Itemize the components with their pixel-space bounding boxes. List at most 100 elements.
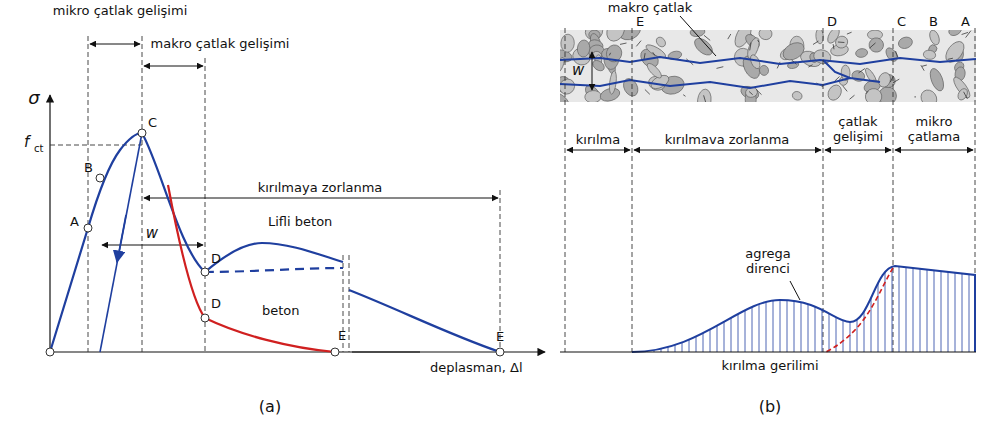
aggregate <box>692 35 716 58</box>
micro-crack <box>948 58 953 59</box>
text-label: makro çatlak gelişimi <box>151 36 290 51</box>
text-label: kırılma gerilimi <box>721 358 818 373</box>
micro-crack <box>833 44 835 49</box>
text-label: ct <box>34 143 43 155</box>
aggregate <box>584 90 602 102</box>
micro-crack <box>645 90 650 95</box>
aggregate <box>868 37 885 54</box>
text-label: çatlak gelişimi <box>824 114 892 144</box>
text-label: kırılmava zorlanma <box>665 132 790 147</box>
text-label: mikro çatlama <box>899 114 969 144</box>
micro-crack <box>847 32 852 34</box>
aggregate <box>758 30 773 41</box>
micro-crack <box>704 95 706 102</box>
aggregate <box>591 58 606 73</box>
text-label: Lifli beton <box>268 214 332 229</box>
micro-crack <box>914 96 916 97</box>
text-label: agrega direnci <box>733 246 803 276</box>
concrete-band <box>560 30 976 102</box>
text-label: mikro çatlak gelişimi <box>53 3 188 18</box>
micro-crack <box>922 65 927 66</box>
text-label: makro çatlak <box>608 0 693 15</box>
aggregate <box>560 76 578 97</box>
micro-crack <box>962 32 969 34</box>
guide-lines <box>50 36 500 352</box>
aggregate <box>877 71 893 89</box>
curve-points <box>46 129 504 356</box>
micro-crack <box>620 43 627 44</box>
text-label: C <box>897 14 906 29</box>
micro-crack <box>758 40 759 42</box>
text-label: deplasman, Δl <box>430 360 523 375</box>
text-label: D <box>827 14 837 29</box>
micro-crack <box>893 79 899 83</box>
aggregate <box>577 39 591 57</box>
stress-distribution <box>560 266 976 352</box>
text-label: w <box>572 62 584 79</box>
micro-crack <box>749 92 753 95</box>
micro-crack <box>866 91 868 94</box>
aggregate <box>603 30 628 44</box>
dimension-arrows <box>567 16 973 300</box>
text-label: B <box>929 14 938 29</box>
micro-crack <box>859 69 865 73</box>
micro-crack <box>683 95 685 97</box>
aggregate <box>696 88 712 102</box>
aggregate-texture <box>560 30 973 102</box>
aggregate <box>560 34 574 53</box>
micro-crack <box>750 43 751 51</box>
micro-crack <box>838 42 845 44</box>
micro-crack <box>704 35 710 40</box>
text-label: A <box>70 214 79 229</box>
text-label: (a) <box>259 398 281 416</box>
text-label: kırılmaya zorlanma <box>256 180 385 195</box>
aggregate <box>833 34 850 50</box>
micro-crack <box>966 31 971 38</box>
dimension-arrows <box>90 44 498 245</box>
micro-crack <box>870 43 876 48</box>
text-label: E <box>338 328 346 343</box>
micro-crack <box>609 53 610 56</box>
aggregate <box>825 83 844 102</box>
aggregate <box>690 30 706 37</box>
text-label: D <box>211 251 221 266</box>
text-label: f <box>24 134 29 151</box>
aggregate <box>956 87 969 102</box>
micro-crack <box>850 95 855 99</box>
text-label: w <box>146 225 158 242</box>
text-label: A <box>961 14 970 29</box>
text-label: E <box>636 14 644 29</box>
text-label: D <box>211 296 221 311</box>
aggregate <box>928 67 947 93</box>
aggregate <box>928 30 941 46</box>
aggregate <box>645 61 664 80</box>
aggregate <box>560 91 572 102</box>
micro-crack <box>813 41 818 44</box>
aggregate <box>947 30 964 38</box>
guide-lines <box>565 28 975 352</box>
micro-crack <box>843 86 848 92</box>
micro-crack <box>653 52 655 55</box>
micro-crack <box>717 67 724 69</box>
micro-crack <box>636 41 641 47</box>
text-label: B <box>84 160 93 175</box>
micro-crack <box>728 34 731 39</box>
stress-curves <box>50 133 500 352</box>
axes <box>50 95 545 352</box>
micro-crack <box>808 65 812 67</box>
aggregate <box>923 49 937 60</box>
text-label: σ <box>28 88 39 108</box>
text-label: beton <box>262 303 300 318</box>
aggregate <box>812 48 833 66</box>
aggregate <box>780 39 807 63</box>
aggregate <box>654 35 667 48</box>
micro-crack <box>964 92 968 99</box>
text-label: C <box>148 115 157 130</box>
micro-crack <box>756 90 761 95</box>
aggregate <box>855 48 868 59</box>
text-label: (b) <box>759 398 782 416</box>
text-label: kırılma <box>576 132 620 147</box>
aggregate <box>791 90 803 101</box>
aggregate <box>864 87 883 102</box>
